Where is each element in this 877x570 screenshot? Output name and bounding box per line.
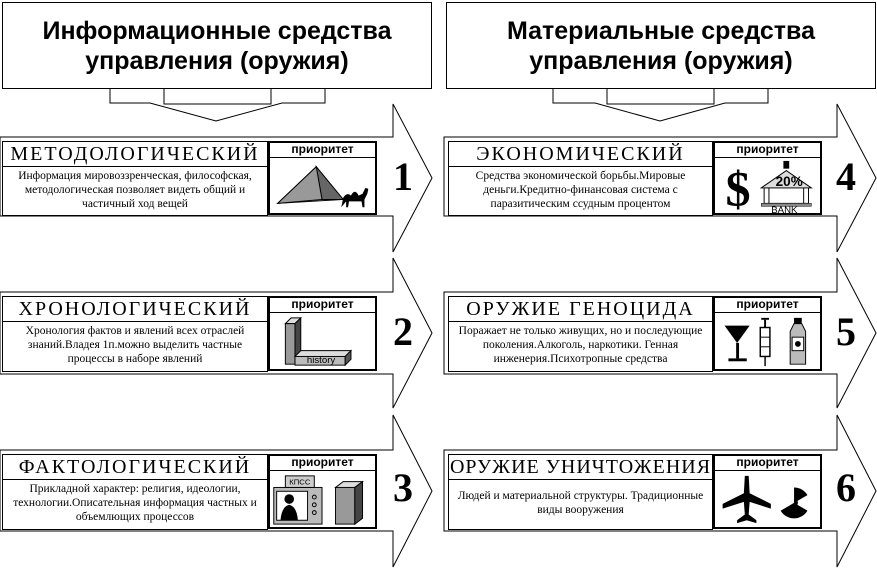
fact-item-block: ФАКТОЛОГИЧЕСКИЙ Прикладной характер: рел…	[2, 454, 268, 530]
camel-icon	[341, 187, 369, 208]
cocktail-icon	[724, 325, 750, 362]
bank-caption-text: BANK	[771, 205, 798, 213]
genocide-priority-box: приоритет	[713, 296, 822, 371]
left-header-funnel-arrow	[109, 87, 326, 122]
genocide-priority-picture	[724, 317, 807, 367]
econ-priority-label: приоритет	[715, 143, 820, 158]
item-number-5: 5	[836, 309, 856, 354]
right-header-funnel-arrow	[552, 87, 769, 122]
svg-text:$: $	[726, 160, 751, 213]
book-spine-text: history	[307, 355, 336, 366]
method-item-title: МЕТОДОЛОГИЧЕСКИЙ	[3, 142, 267, 167]
item-number-2: 2	[393, 309, 413, 354]
bank-rate-text: 20%	[776, 174, 803, 189]
airplane-icon	[722, 475, 771, 524]
method-priority-picture	[276, 164, 369, 208]
pyramid-icon	[276, 164, 345, 204]
fact-priority-label: приоритет	[270, 456, 375, 471]
chrono-item-title: ХРОНОЛОГИЧЕСКИЙ	[3, 297, 267, 322]
book-icon	[284, 316, 353, 367]
fact-item-description: Прикладной характер: религия, идеологии,…	[13, 483, 257, 523]
item-number-4: 4	[836, 154, 856, 199]
radiation-icon	[778, 487, 808, 519]
right-header-text: Материальные средства управления (оружия…	[507, 16, 815, 75]
chrono-item-block: ХРОНОЛОГИЧЕСКИЙ Хронология фактов и явле…	[2, 296, 268, 372]
econ-item-block: ЭКОНОМИЧЕСКИЙ Средства экономической бор…	[448, 141, 713, 216]
genocide-item-description: Поражает не только живущих, но и последу…	[458, 325, 703, 365]
genocide-item-title: ОРУЖИЕ ГЕНОЦИДА	[449, 297, 712, 322]
bottle-icon	[789, 317, 807, 365]
econ-item-description: Средства экономической борьбы.Мировые де…	[475, 170, 686, 210]
chrono-item-description: Хронология фактов и явлений всех отрасле…	[25, 325, 245, 365]
destruction-priority-picture	[722, 475, 808, 524]
destruction-item-title: ОРУЖИЕ УНИЧТОЖЕНИЯ	[449, 456, 712, 480]
item-number-1: 1	[393, 154, 413, 199]
fact-priority-picture: КПСС	[273, 475, 364, 526]
fact-priority-box: приоритет КПСС	[268, 454, 377, 529]
destruction-priority-label: приоритет	[715, 456, 820, 471]
destruction-item-description: Людей и материальной структуры. Традицио…	[457, 490, 704, 516]
chrono-priority-label: приоритет	[270, 298, 375, 313]
left-header: Информационные средства управления (оруж…	[2, 2, 432, 89]
chrono-priority-picture: history	[284, 316, 353, 367]
econ-item-title: ЭКОНОМИЧЕСКИЙ	[449, 142, 712, 167]
tv-icon	[273, 475, 323, 525]
tv-label-text: КПСС	[289, 478, 311, 487]
syringe-icon	[759, 317, 771, 367]
dollar-icon: $	[726, 160, 751, 213]
bank-icon	[759, 160, 813, 207]
genocide-item-block: ОРУЖИЕ ГЕНОЦИДА Поражает не только живущ…	[448, 296, 713, 372]
fact-item-title: ФАКТОЛОГИЧЕСКИЙ	[3, 455, 267, 480]
genocide-priority-label: приоритет	[715, 298, 820, 313]
left-header-text: Информационные средства управления (оруж…	[42, 16, 392, 75]
econ-priority-picture: $ 20% BANK	[726, 160, 813, 213]
destruction-priority-box: приоритет	[713, 454, 822, 529]
chrono-priority-box: приоритет history	[268, 296, 377, 371]
right-header: Материальные средства управления (оружия…	[446, 2, 876, 89]
method-priority-label: приоритет	[270, 143, 375, 158]
method-item-description: Информация мировоззренческая, философска…	[18, 170, 252, 210]
method-item-block: МЕТОДОЛОГИЧЕСКИЙ Информация мировоззренч…	[2, 141, 268, 216]
item-number-6: 6	[836, 465, 856, 510]
econ-priority-box: приоритет $ 20% BANK	[713, 141, 822, 215]
item-number-3: 3	[393, 465, 413, 510]
book-icon	[334, 480, 364, 526]
method-priority-box: приоритет	[268, 141, 377, 215]
destruction-item-block: ОРУЖИЕ УНИЧТОЖЕНИЯ Людей и материальной …	[448, 454, 713, 530]
